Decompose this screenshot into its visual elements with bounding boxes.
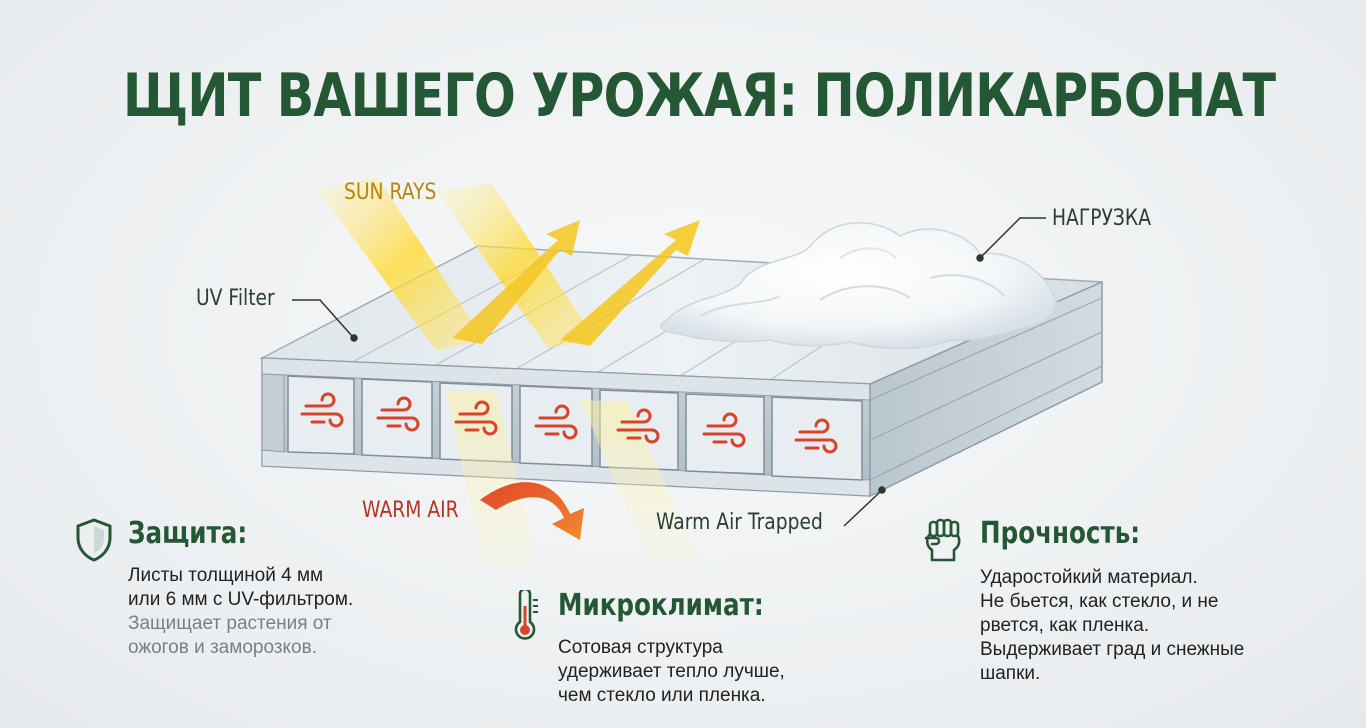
strength-line-2: Не бьется, как стекло, и не <box>980 591 1219 612</box>
warm-air-trapped-label: Warm Air Trapped <box>656 510 823 535</box>
sun-rays-label: SUN RAYS <box>344 180 437 205</box>
microclimate-block: Микроклимат: Сотовая структура удерживае… <box>510 588 840 718</box>
strength-line-4: Выдерживает град и снежные <box>980 639 1245 660</box>
snow-load <box>660 222 1058 350</box>
microclimate-line-3: чем стекло или пленка. <box>558 685 766 706</box>
uv-filter-label: UV Filter <box>196 286 275 311</box>
strength-line-3: рвется, как пленка. <box>980 615 1150 636</box>
protection-text: Листы толщиной 4 мм или 6 мм с UV-фильтр… <box>128 564 353 660</box>
sun-rays <box>316 178 700 568</box>
strength-line-1: Ударостойкий материал. <box>980 567 1198 588</box>
load-label: НАГРУЗКА <box>1052 206 1151 231</box>
microclimate-text: Сотовая структура удерживает тепло лучше… <box>558 636 785 708</box>
polycarbonate-diagram <box>259 178 1103 568</box>
thermometer-icon <box>514 590 538 640</box>
strength-line-5: шапки. <box>980 663 1041 684</box>
protection-heading: Защита: <box>128 516 248 551</box>
microclimate-line-1: Сотовая структура <box>558 637 723 658</box>
protection-line-1: Листы толщиной 4 мм <box>128 565 324 586</box>
warm-air-arrow <box>480 482 584 540</box>
warm-air-label: WARM AIR <box>362 498 459 523</box>
shield-icon <box>76 518 112 562</box>
protection-muted-line-1: Защищает растения от <box>128 613 332 634</box>
strength-heading: Прочность: <box>980 516 1141 551</box>
leader-lines <box>292 217 1046 527</box>
protection-line-2: или 6 мм с UV-фильтром. <box>128 589 354 610</box>
microclimate-line-2: удерживает тепло лучше, <box>558 661 785 682</box>
fist-icon <box>924 518 961 562</box>
page-title: ЩИТ ВАШЕГО УРОЖАЯ: ПОЛИКАРБОНАТ <box>122 61 1276 131</box>
warm-air-swirls <box>300 392 838 454</box>
strength-text: Ударостойкий материал. Не бьется, как ст… <box>980 566 1244 686</box>
strength-block: Прочность: Ударостойкий материал. Не бье… <box>922 514 1312 694</box>
protection-muted-line-2: ожогов и заморозков. <box>128 637 317 658</box>
microclimate-heading: Микроклимат: <box>558 588 764 623</box>
protection-block: Защита: Листы толщиной 4 мм или 6 мм с U… <box>74 514 394 664</box>
